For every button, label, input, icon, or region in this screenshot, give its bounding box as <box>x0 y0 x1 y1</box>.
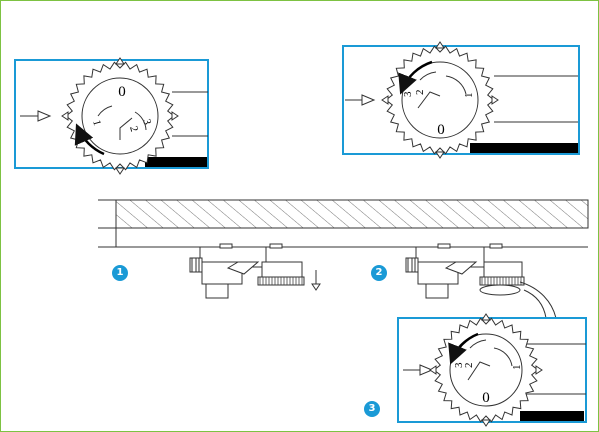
frame-cross-section <box>98 199 589 248</box>
mount-assembly-2 <box>405 243 557 319</box>
arrow-right-icon <box>37 110 52 122</box>
arrow-right-icon <box>361 94 376 106</box>
rotate-arrow-icon <box>74 123 105 156</box>
dial-1-center-label: 2 <box>127 125 140 133</box>
dial-2-right-label: 1 <box>463 93 475 99</box>
arrow-right-icon <box>419 364 434 376</box>
dial-2-center-label: 2 <box>414 90 426 96</box>
dial-2-bottom-label: 0 <box>437 122 445 138</box>
step-2-badge: 2 <box>371 265 387 281</box>
dial-1-left-label: 1 <box>90 119 103 127</box>
arrow-down-icon <box>311 283 321 291</box>
callout-dial-3: 3 2 1 0 <box>397 313 587 427</box>
dial-1-right-label: 3 <box>140 118 153 127</box>
rotate-arrow-icon <box>398 60 433 95</box>
dial-1-top-label: 0 <box>118 84 126 100</box>
dial-3-right-label: 1 <box>511 365 523 371</box>
callout-dial-2: 3 2 1 0 <box>342 41 580 159</box>
step-3-badge: 3 <box>364 401 380 417</box>
dial-3-left-label: 3 <box>453 362 465 368</box>
rotate-arrow-icon <box>448 332 479 365</box>
step-1-badge: 1 <box>112 265 128 281</box>
mount-assembly-1 <box>189 243 321 299</box>
dial-3-center-label: 2 <box>463 363 475 369</box>
dial-3-bottom-label: 0 <box>482 390 490 406</box>
callout-dial-1: 0 1 2 3 <box>14 57 209 175</box>
dial-2-left-label: 3 <box>402 91 414 97</box>
